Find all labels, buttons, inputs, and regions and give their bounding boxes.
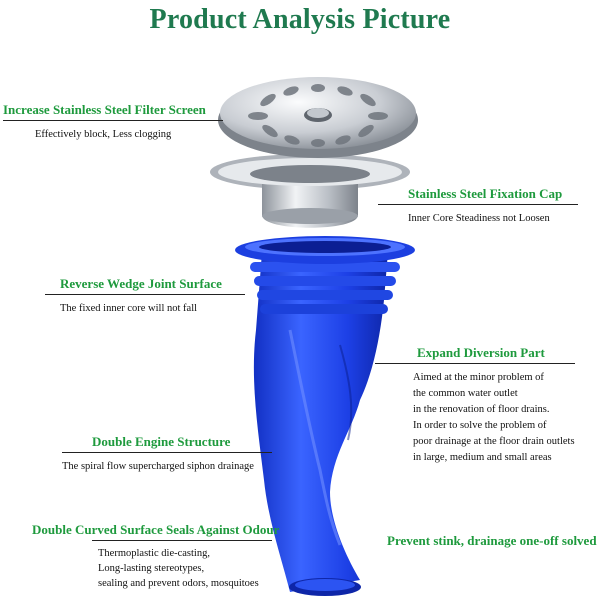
stainless-fixation-cap [210, 154, 410, 228]
annotation-double-engine: Double Engine Structure The spiral flow … [62, 434, 272, 475]
annotation-text: Effectively block, Less clogging [35, 129, 172, 140]
annotation-text: In order to solve the problem of [413, 420, 547, 431]
annotation-text: Thermoplastic die-casting, [98, 548, 210, 559]
annotation-heading: Reverse Wedge Joint Surface [60, 276, 222, 291]
leader-line [62, 452, 272, 453]
annotation-fixation-cap: Stainless Steel Fixation Cap Inner Core … [378, 186, 578, 227]
annotation-text: in large, medium and small areas [413, 452, 552, 463]
page-title: Product Analysis Picture [149, 4, 451, 35]
annotation-text: the common water outlet [413, 388, 518, 399]
leader-line [92, 540, 272, 541]
annotation-text: Aimed at the minor problem of [413, 372, 544, 383]
annotation-text: in the renovation of floor drains. [413, 404, 550, 415]
annotation-text: poor drainage at the floor drain outlets [413, 436, 575, 447]
annotation-heading: Increase Stainless Steel Filter Screen [3, 102, 206, 117]
annotation-heading: Double Engine Structure [92, 434, 231, 449]
annotation-heading: Expand Diversion Part [417, 345, 545, 360]
annotation-text: Long-lasting stereotypes, [98, 563, 205, 574]
annotation-text: The spiral flow supercharged siphon drai… [62, 461, 254, 472]
annotation-wedge-joint: Reverse Wedge Joint Surface The fixed in… [45, 276, 245, 317]
annotation-filter-screen: Increase Stainless Steel Filter Screen E… [3, 102, 223, 143]
leader-line [375, 363, 575, 364]
annotation-diversion-part: Expand Diversion Part Aimed at the minor… [375, 345, 575, 466]
footer-note: Prevent stink, drainage one-off solved [387, 533, 597, 548]
blue-silicone-core [235, 236, 415, 596]
annotation-curved-seal: Double Curved Surface Seals Against Odou… [32, 522, 280, 591]
annotation-heading: Stainless Steel Fixation Cap [408, 186, 563, 201]
annotation-text: sealing and prevent odors, mosquitoes [98, 578, 259, 589]
leader-line [378, 204, 578, 205]
annotation-heading: Double Curved Surface Seals Against Odou… [32, 522, 280, 537]
leader-line [3, 120, 223, 121]
annotation-text: The fixed inner core will not fall [60, 303, 198, 314]
annotation-text: Inner Core Steadiness not Loosen [408, 213, 550, 224]
stainless-filter-screen [218, 77, 418, 158]
leader-line [45, 294, 245, 295]
